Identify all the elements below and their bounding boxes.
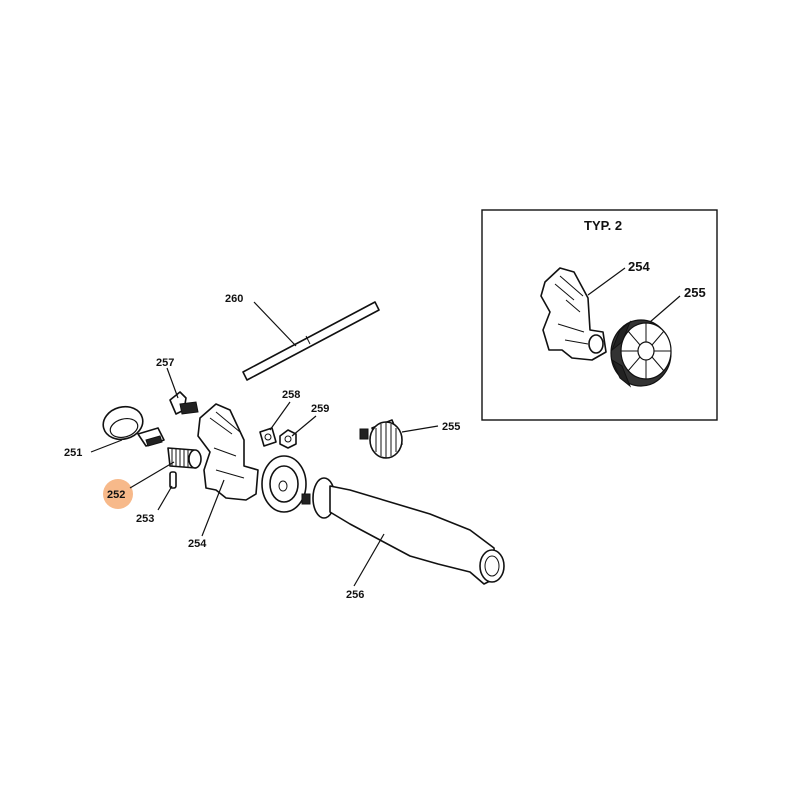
part-252-threaded-bushing	[167, 447, 202, 469]
part-255-knob	[359, 419, 403, 459]
inset-typ2: TYP. 2 254 255	[481, 209, 718, 421]
leader-255	[401, 425, 439, 433]
leader-260	[253, 301, 297, 347]
inset-part-gear-wheel	[610, 319, 672, 388]
part-254-bracket	[197, 403, 307, 513]
label-253: 253	[136, 513, 154, 525]
part-257-wing-screw	[169, 391, 199, 415]
inset-leader-255	[649, 295, 681, 323]
part-251-clamp-ring	[102, 405, 165, 447]
part-256-handle	[301, 477, 505, 585]
inset-label-254: 254	[628, 259, 650, 274]
leader-256	[353, 533, 385, 587]
inset-label-255: 255	[684, 285, 706, 300]
part-258-square-nut	[259, 427, 277, 447]
leader-253	[157, 485, 173, 511]
leader-257	[166, 367, 179, 399]
inset-leader-254	[587, 267, 626, 296]
part-253-pin	[169, 471, 177, 489]
label-252: 252	[107, 489, 125, 501]
leader-259	[291, 415, 317, 437]
leader-258	[269, 401, 291, 431]
inset-frame	[481, 209, 718, 421]
label-257: 257	[156, 357, 174, 369]
label-256: 256	[346, 589, 364, 601]
label-258: 258	[282, 389, 300, 401]
label-251: 251	[64, 447, 82, 459]
inset-part-bracket	[540, 267, 607, 361]
label-252-highlight	[103, 479, 133, 509]
label-259: 259	[311, 403, 329, 415]
leader-252	[129, 461, 175, 489]
label-255: 255	[442, 421, 460, 433]
leader-251	[90, 439, 123, 453]
inset-title: TYP. 2	[584, 218, 622, 233]
label-260: 260	[225, 293, 243, 305]
part-259-hex-nut	[279, 429, 297, 449]
part-260-rod	[242, 301, 380, 381]
leader-254	[201, 479, 225, 537]
label-254: 254	[188, 538, 207, 550]
